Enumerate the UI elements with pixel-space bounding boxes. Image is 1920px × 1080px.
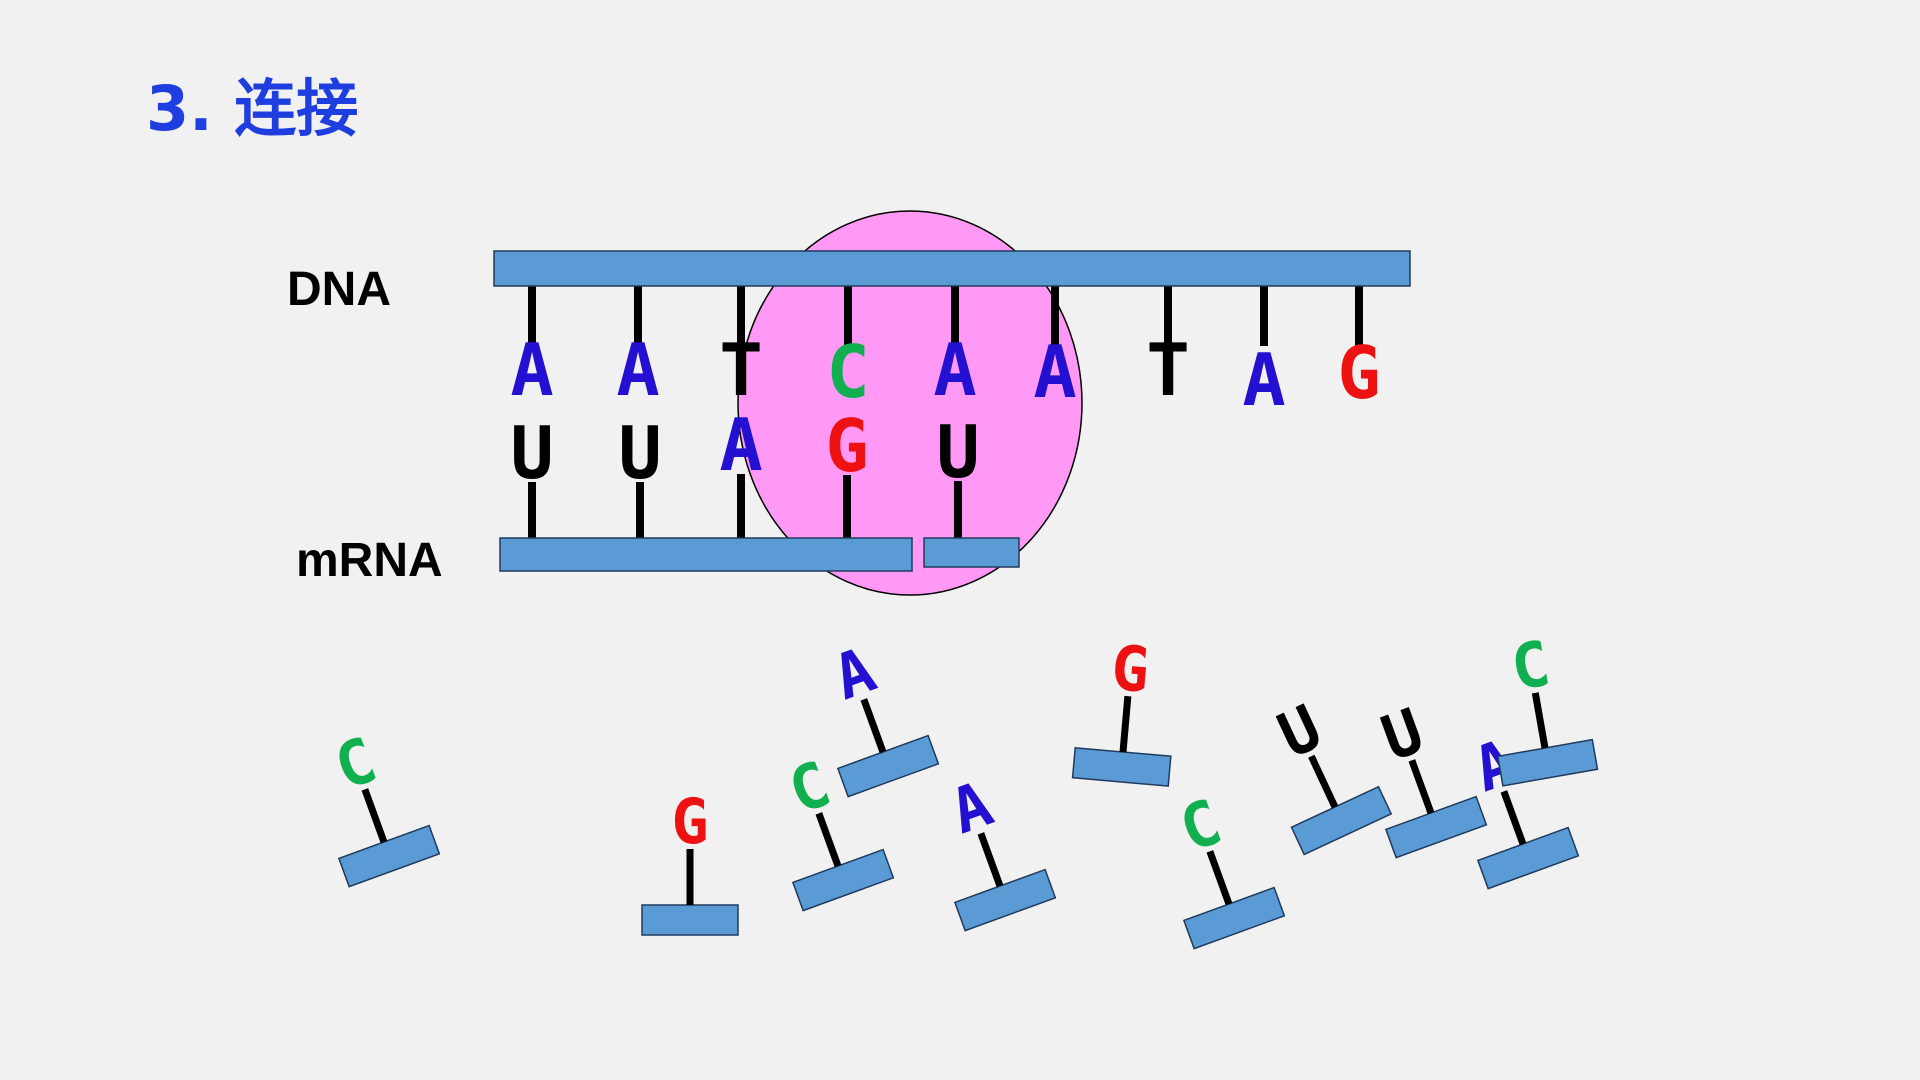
dna-base: G: [1337, 331, 1380, 415]
nucleotide-backbone: [836, 734, 940, 798]
nucleotide-stick: [1308, 754, 1339, 809]
free-nucleotide: G: [641, 785, 739, 936]
nucleotide-base: C: [325, 723, 385, 804]
nucleotide-base: C: [779, 747, 839, 828]
nucleotide-base: G: [671, 785, 708, 858]
mrna-strand-new-segment: [923, 537, 1020, 568]
nucleotide-stick: [1119, 695, 1132, 753]
mrna-base-sticks: [528, 474, 962, 538]
nucleotide-base: G: [1109, 631, 1153, 707]
free-nucleotide: C: [325, 723, 441, 888]
mrna-base: U: [510, 411, 553, 495]
nucleotide-base: U: [1267, 690, 1332, 772]
dna-strand: [493, 250, 1411, 287]
dna-base: A: [1033, 330, 1076, 414]
nucleotide-stick: [1206, 850, 1233, 906]
nucleotide-base: U: [1372, 694, 1432, 775]
nucleotide-backbone: [641, 904, 739, 936]
nucleotide-stick: [977, 832, 1004, 888]
slide-title: 3. 连接: [146, 72, 359, 145]
nucleotide-backbone: [337, 824, 441, 888]
mrna-strand: [499, 537, 913, 572]
mrna-label: mRNA: [296, 534, 443, 587]
dna-base: A: [933, 328, 976, 412]
nucleotide-base: A: [941, 767, 1001, 848]
dna-base: A: [1242, 338, 1285, 422]
nucleotide-backbone: [1071, 747, 1172, 787]
nucleotide-backbone: [953, 868, 1057, 932]
nucleotide-backbone: [1290, 785, 1393, 856]
free-nucleotide: C: [1170, 785, 1286, 950]
free-nucleotide: U: [1372, 694, 1488, 859]
mrna-base: U: [936, 410, 979, 494]
nucleotide-stick: [1531, 692, 1549, 749]
nucleotide-backbone: [1384, 795, 1488, 859]
dna-base-sticks: [528, 285, 1363, 346]
nucleotide-backbone: [1182, 886, 1286, 950]
dna-base: A: [616, 328, 659, 412]
nucleotide-backbone: [791, 848, 895, 912]
nucleotide-stick: [815, 812, 842, 868]
free-nucleotide: A: [941, 767, 1057, 932]
mrna-base: U: [618, 411, 661, 495]
nucleotide-base: A: [824, 633, 884, 714]
nucleotide-base: C: [1506, 627, 1555, 705]
dna-base: A: [510, 328, 553, 412]
dna-base: T: [719, 328, 762, 412]
nucleotide-stick: [1500, 790, 1527, 846]
dna-label: DNA: [287, 263, 391, 316]
nucleotide-base: C: [1170, 785, 1230, 866]
dna-base: T: [1146, 328, 1189, 412]
dna-base: C: [826, 330, 869, 414]
nucleotide-stick: [1408, 759, 1435, 815]
free-nucleotide: U: [1267, 690, 1393, 856]
nucleotide-backbone: [1476, 826, 1580, 890]
free-nucleotide: G: [1071, 631, 1172, 787]
rna-polymerase: [737, 210, 1083, 596]
nucleotide-stick: [361, 788, 388, 844]
free-nucleotide: A: [1464, 725, 1580, 890]
mrna-base: A: [719, 403, 762, 487]
mrna-base: G: [825, 404, 868, 488]
nucleotide-stick: [860, 698, 887, 754]
